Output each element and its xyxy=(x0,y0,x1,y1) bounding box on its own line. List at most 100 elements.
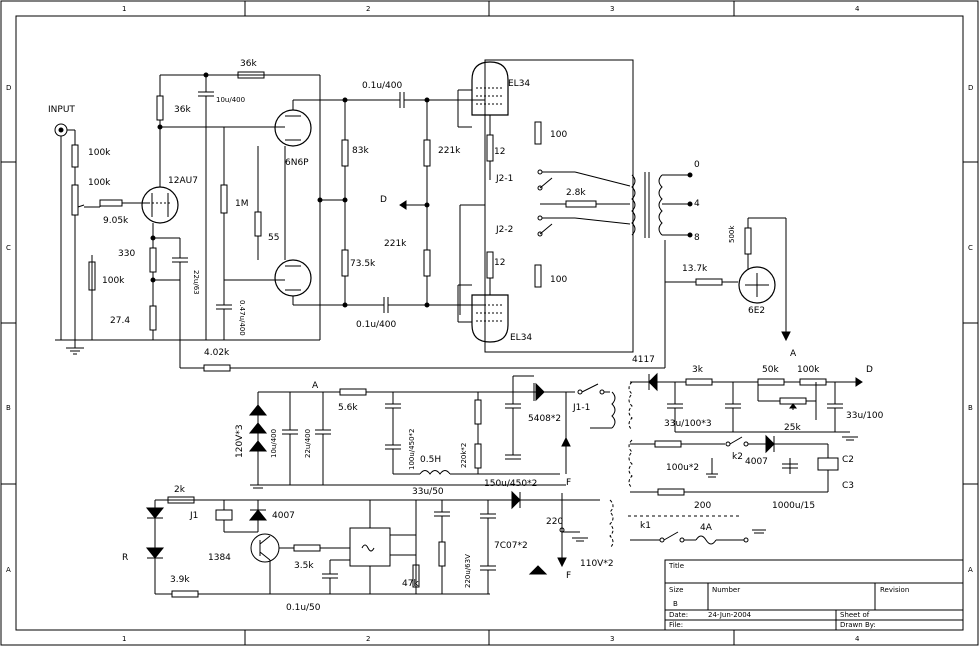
potentiometer-100k xyxy=(71,184,79,216)
diode-5408-a xyxy=(535,382,545,402)
title-block: Title Size Number Revision B Date: 24-Ju… xyxy=(664,559,964,631)
tube-el34-lower xyxy=(471,294,509,343)
row-label-c-left: C xyxy=(6,244,11,252)
resistor-55 xyxy=(254,211,262,237)
relay-j1-label: J1 xyxy=(189,511,198,521)
resistor-100k-d-label: 100k xyxy=(797,365,820,375)
output-box xyxy=(484,59,634,353)
title-block-drawn: Drawn By: xyxy=(840,621,876,629)
cap-22u-label: 22u/63 xyxy=(192,270,200,295)
tube-el34-lower-label: EL34 xyxy=(510,333,532,343)
title-block-number: Number xyxy=(712,586,740,594)
cap-01u50-label: 0.1u/50 xyxy=(286,603,321,613)
resistor-100-2 xyxy=(654,440,682,448)
resistor-47k xyxy=(412,564,420,588)
resistor-73-5k-label: 73.5k xyxy=(350,259,376,269)
resistor-221k-b xyxy=(423,249,431,277)
row-label-a-right: A xyxy=(968,566,973,574)
zener-120v-1 xyxy=(248,404,268,416)
diode-4007-c xyxy=(765,434,775,454)
title-block-title: Title xyxy=(668,562,684,570)
resistor-12-b-label: 12 xyxy=(494,258,505,268)
resistor-73-5k xyxy=(341,249,349,277)
resistor-1m-label: 1M xyxy=(235,199,249,209)
resistor-3-9k xyxy=(171,590,199,598)
transformer-hv-coil xyxy=(611,391,616,429)
switch-k1-label: k1 xyxy=(640,521,651,531)
tap-0-label: 0 xyxy=(694,160,700,170)
row-label-d-right: D xyxy=(968,84,973,92)
resistor-220 xyxy=(438,541,446,567)
cap-100u-label: 100u/450*2 xyxy=(408,429,416,470)
led-g xyxy=(145,507,165,519)
resistor-27-4-label: 27.4 xyxy=(110,316,130,326)
potentiometer-25k-label: 25k xyxy=(784,423,801,433)
cap-1000u-label: 1000u/15 xyxy=(772,501,815,511)
fuse-f-top-label: F xyxy=(566,478,571,488)
switch-k2-label: k2 xyxy=(732,452,743,462)
resistor-100k-c xyxy=(88,261,96,291)
cap-220u-label: 220u/63V xyxy=(464,554,472,588)
resistor-100-a-label: 100 xyxy=(550,130,567,140)
resistor-3-5k xyxy=(293,544,321,552)
driver-stage: 10u/400 1M 0.47u/400 6N6P 55 xyxy=(198,72,400,340)
cap-01u-top-label: 0.1u/400 xyxy=(362,81,403,91)
ic-timer xyxy=(349,527,391,567)
led-r xyxy=(145,547,165,559)
resistor-200-label: 200 xyxy=(694,501,711,511)
relay-coil-c2 xyxy=(817,457,839,471)
resistor-200 xyxy=(657,488,685,496)
tap-4-label: 4 xyxy=(694,199,700,209)
row-label-c-right: C xyxy=(968,244,973,252)
resistor-13-7k xyxy=(695,278,723,286)
resistor-12-a xyxy=(486,134,494,162)
title-block-revision: Revision xyxy=(880,586,909,594)
row-label-a-left: A xyxy=(6,566,11,574)
resistor-9-05k xyxy=(99,199,123,207)
resistor-100-b xyxy=(534,264,542,288)
resistor-3k xyxy=(685,378,713,386)
cap-10u400-label: 10u/400 xyxy=(270,429,278,458)
node-d-label: D xyxy=(380,195,387,205)
resistor-50k-label: 50k xyxy=(762,365,779,375)
resistor-220k-a xyxy=(474,399,482,425)
relay-j2-1-label: J2-1 xyxy=(495,174,513,184)
tube-el34-upper xyxy=(471,61,509,116)
cap-01u-bot-label: 0.1u/400 xyxy=(356,320,397,330)
cap-22u400-label: 22u/400 xyxy=(304,429,312,458)
resistor-221k-a xyxy=(423,139,431,167)
title-block-size: Size xyxy=(669,586,683,594)
diode-5408-label: 5408*2 xyxy=(528,414,561,424)
resistor-50k xyxy=(757,378,785,386)
resistor-47k-label: 47k xyxy=(402,579,419,589)
output-stage: EL34 EL34 12 100 12 100 J2-1 J2-2 xyxy=(457,59,797,359)
fuse-4a xyxy=(695,535,717,545)
fuse-f-bot-label: F xyxy=(566,571,571,581)
diode-psu-b xyxy=(511,490,521,510)
transformer-aux-coil xyxy=(628,439,633,489)
title-block-file: File: xyxy=(669,621,683,629)
col-label-2: 2 xyxy=(366,5,370,13)
relay-c2-label: C2 xyxy=(842,455,854,465)
misc-110v-label: 110V*2 xyxy=(580,559,614,569)
transformer-lv-coil xyxy=(609,499,614,549)
resistor-4-02k xyxy=(203,364,231,372)
resistor-12-b xyxy=(486,251,494,279)
output-transformer-primary xyxy=(631,174,636,236)
resistor-221k-b-label: 221k xyxy=(384,239,407,249)
tube-6n6p-upper xyxy=(274,109,312,147)
resistor-12-a-label: 12 xyxy=(494,147,505,157)
led-r-label: R xyxy=(122,553,128,563)
col-label-1: 1 xyxy=(122,5,126,13)
resistor-83k-label: 83k xyxy=(352,146,369,156)
resistor-100k-b-label: 100k xyxy=(88,178,111,188)
relay-c3-label: C3 xyxy=(842,481,854,491)
cap-150u-label: 150u/450*2 xyxy=(484,479,537,489)
resistor-500k-label: 500k xyxy=(728,225,736,243)
resistor-36k-top-label: 36k xyxy=(240,59,257,69)
wire-4117-label: 4117 xyxy=(632,355,655,365)
diode-bias xyxy=(648,372,658,392)
cap-047u-label: 0.47u/400 xyxy=(238,300,246,336)
resistor-2-8k xyxy=(565,200,597,208)
